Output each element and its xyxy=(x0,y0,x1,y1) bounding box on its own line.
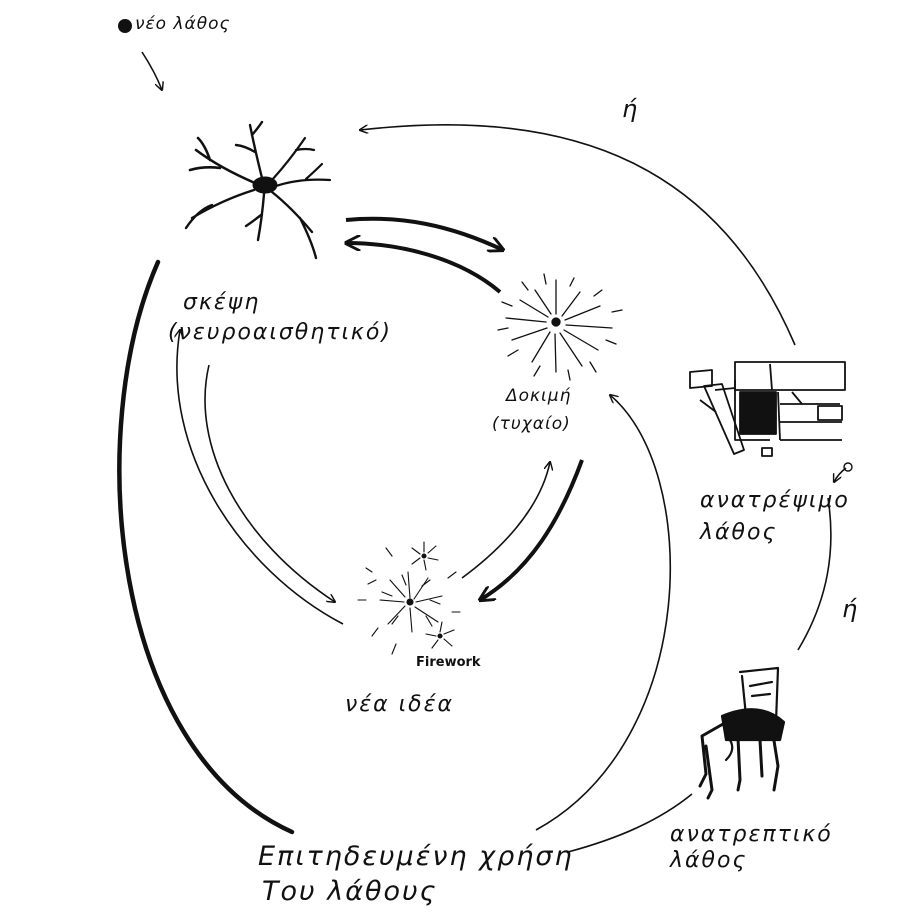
deliberate-use-label: Επιτηδευμένη χρήση xyxy=(258,841,574,872)
thought-sublabel: (νευροαισθητικό) xyxy=(168,320,392,345)
irreversible-error-label: ανατρεπτικό xyxy=(670,822,833,847)
trial-label: Δοκιμή xyxy=(506,386,572,406)
arrow-trial-to-neuron xyxy=(346,243,502,294)
or-label-right: ή xyxy=(842,595,860,623)
firework-icon xyxy=(357,541,461,655)
arrow-reversible-to-neuron xyxy=(360,124,796,346)
arrow-neuron-to-trial xyxy=(345,216,503,250)
reversible-error-sublabel: λάθος xyxy=(700,520,778,545)
bullet-dot-icon xyxy=(118,19,132,33)
start-label: νέο λάθος xyxy=(135,14,231,34)
arrow-start-to-neuron xyxy=(141,51,162,90)
arrow-idea-to-trial xyxy=(461,462,550,579)
arrow-outer-left-arc xyxy=(117,259,295,835)
marker-reversible-small-arrow xyxy=(834,467,847,482)
new-idea-label: νέα ιδέα xyxy=(345,692,454,717)
or-label-top: ή xyxy=(622,95,640,123)
melting-chair-icon xyxy=(698,666,786,800)
neuron-icon xyxy=(184,120,332,260)
arrow-trial-to-idea xyxy=(480,459,584,600)
trial-sublabel: (τυχαίο) xyxy=(492,414,571,434)
arrow-thought-to-idea xyxy=(204,364,335,602)
arrow-irreversible-to-use xyxy=(567,793,693,853)
firework-caption: Firework xyxy=(416,655,481,670)
spark-icon xyxy=(497,273,623,381)
irreversible-error-sublabel: λάθος xyxy=(670,848,748,873)
broken-drawers-icon xyxy=(689,361,846,457)
arrow-idea-to-thought xyxy=(177,330,344,625)
deliberate-use-sublabel: Του λάθους xyxy=(262,876,438,907)
thought-label: σκέψη xyxy=(183,290,261,315)
arrow-use-to-trial xyxy=(535,395,672,831)
arrow-irreversible-to-reversible xyxy=(797,497,832,651)
reversible-error-label: ανατρέψιμο xyxy=(700,488,850,513)
marker-reversible-small-dot xyxy=(843,462,853,472)
